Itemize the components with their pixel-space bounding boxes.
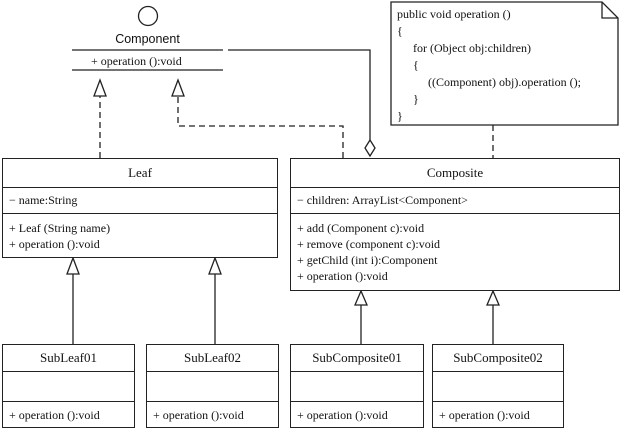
note-line-7: } [397,109,403,123]
leaf-methods: + Leaf (String name) + operation ():void [3,213,277,254]
subcomposite02-name: SubComposite02 [453,350,543,365]
subleaf01-generalization-arrow [66,256,80,275]
subleaf02-methods: + operation ():void [147,401,278,425]
note-line-1: public void operation () [397,7,511,21]
leaf-attributes: − name:String [3,187,277,213]
note-line-5: ((Component) obj).operation (); [428,75,581,89]
subleaf01-methods: + operation ():void [3,401,134,425]
note-fold [601,2,618,19]
note-line-4: { [413,58,419,72]
subleaf02-generalization-arrow [208,256,222,275]
subcomposite02-methods: + operation ():void [433,401,563,425]
note-shape [390,1,619,126]
subcomposite01-generalization-arrow [354,289,368,306]
subleaf02-name: SubLeaf02 [183,350,242,365]
subleaf01-attributes [3,371,134,401]
composite-realization-line [177,96,344,158]
composite-class: Composite − children: ArrayList<Componen… [290,158,620,291]
subcomposite01-methods: + operation ():void [291,401,423,425]
composite-name: Composite [426,165,484,180]
note-line-6: } [413,92,419,106]
subcomposite01-class: SubComposite01 + operation ():void [290,344,424,428]
subcomposite02-operation: + operation ():void [439,408,530,422]
subcomposite02-attributes [433,371,563,401]
aggregation-line [228,49,371,140]
leaf-method-1: + Leaf (String name) [9,221,111,235]
component-name: Component [115,32,180,46]
composite-method-4: + operation ():void [297,269,388,283]
subcomposite02-class: SubComposite02 + operation ():void [432,344,564,428]
subleaf02-class: SubLeaf02 + operation ():void [146,344,279,428]
composite-realization-arrow [171,78,185,97]
composite-method-2: + remove (component c):void [297,237,441,251]
component-operation: + operation ():void [91,54,182,68]
subleaf01-class: SubLeaf01 + operation ():void [2,344,135,428]
aggregation-diamond [364,138,376,158]
composite-methods: + add (Component c):void + remove (compo… [291,213,619,286]
leaf-class: Leaf − name:String + Leaf (String name) … [2,158,278,258]
composite-attributes: − children: ArrayList<Component> [291,187,619,213]
subcomposite01-operation: + operation ():void [297,408,388,422]
note-line-2: { [397,24,403,38]
subleaf02-operation: + operation ():void [153,408,244,422]
leaf-method-2: + operation ():void [9,237,100,251]
composite-method-3: + getChild (int i):Component [297,253,438,267]
composite-attribute: − children: ArrayList<Component> [297,193,468,207]
subcomposite01-attributes [291,371,423,401]
composite-method-1: + add (Component c):void [297,221,425,235]
interface-circle [137,5,159,27]
leaf-name: Leaf [128,165,152,180]
subcomposite01-name: SubComposite01 [312,350,402,365]
leaf-realization-arrow [93,78,107,97]
subleaf01-operation: + operation ():void [9,408,100,422]
leaf-attribute: − name:String [9,193,78,207]
subleaf02-attributes [147,371,278,401]
subleaf01-name: SubLeaf01 [39,350,98,365]
subcomposite02-generalization-arrow [486,289,500,306]
note-line-3: for (Object obj:children) [413,41,531,55]
